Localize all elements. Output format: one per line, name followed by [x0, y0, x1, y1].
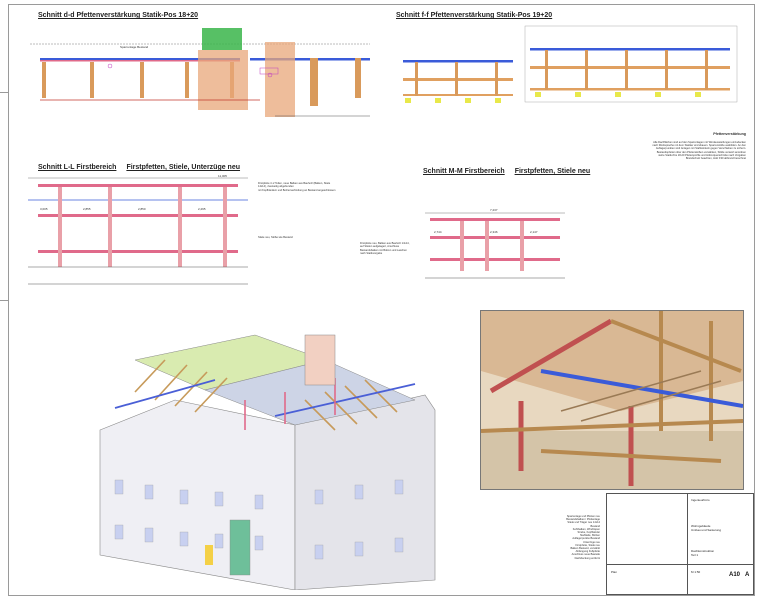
fold-mark: [0, 92, 8, 93]
section-mm-drawing: 7,237 2,744 2,346 2,147: [425, 208, 565, 279]
tb-scale: M 1:50: [691, 570, 701, 574]
ll-note-left: Firstpfette in 2 Teilen, neue Balken aus…: [258, 182, 336, 192]
ll-dim-d: 2,295: [198, 207, 206, 211]
tb-sheet-label: Plan: [611, 570, 618, 574]
ll-dim-total: 11,005: [218, 174, 227, 178]
fold-mark: [0, 300, 8, 301]
section-mm-name: Schnitt M-M Firstbereich: [423, 168, 505, 175]
ll-dim-c: 2,850: [138, 207, 146, 211]
section-mm-title: Schnitt M-M Firstbereich Firstpfetten, St…: [423, 168, 590, 175]
section-dd-title: Schnitt d-d Pfettenverstärkung Statik-Po…: [38, 12, 199, 19]
section-ll-name: Schnitt L-L Firstbereich: [38, 164, 117, 171]
tb-project: Wohngebäude Umbau und Sanierung: [691, 524, 722, 532]
mm-dim-b: 2,346: [490, 230, 498, 234]
svg-text:Sparrenlage Bestand: Sparrenlage Bestand: [120, 45, 149, 49]
tb-divider: [687, 494, 688, 594]
tb-index: A: [745, 572, 750, 578]
mm-note-left: Firstpfette neu, Balken aus Bauholz 14x1…: [360, 242, 410, 255]
pfetten-notes-title: Pfettenverstärkung: [713, 132, 746, 137]
sheet-border: [8, 4, 755, 596]
ll-note-right: Stiele neu, Stöße wie Bestand: [258, 236, 293, 239]
roof-photo-image: [481, 311, 743, 489]
building-3d-model: [99, 334, 436, 590]
roof-photo: [480, 310, 744, 490]
ll-dim-a: 3,005: [40, 207, 48, 211]
section-mm-sub: Firstpfetten, Stiele neu: [514, 168, 591, 175]
tb-firm: Ingenieurbüro: [691, 498, 710, 502]
mm-dim-total: 7,237: [490, 208, 498, 212]
ll-dim-b: 2,855: [83, 207, 91, 211]
section-dd-drawing: Sparrenlage Bestand: [30, 28, 370, 117]
title-block: Ingenieurbüro Wohngebäude Umbau und Sani…: [606, 493, 754, 595]
pfetten-notes-body: Alle Dachflächen sind auf den Sparrenlag…: [652, 140, 746, 161]
pfetten-notes: Pfettenverstärkung Alle Dachflächen sind…: [600, 130, 746, 164]
section-ff-title: Schnitt f-f Pfettenverstärkung Statik-Po…: [396, 12, 553, 19]
mm-dim-a: 2,744: [434, 230, 442, 234]
tb-drawing-title: Dachkonstruktion Teil 1: [691, 549, 715, 557]
tb-sheet-no: A10: [729, 572, 741, 578]
legend: Sparrenlage und Pfetten neu Bestandsbalk…: [566, 515, 600, 560]
section-ll-title: Schnitt L-L Firstbereich Firstpfetten, St…: [38, 164, 240, 171]
section-ff-drawing: [403, 25, 738, 103]
tb-divider: [607, 564, 753, 565]
section-ll-sub: Firstpfetten, Stiele, Unterzüge neu: [126, 164, 241, 171]
section-ll-drawing: 11,005 3,005 2,855 2,850 2,295: [28, 174, 248, 285]
mm-dim-c: 2,147: [530, 230, 538, 234]
